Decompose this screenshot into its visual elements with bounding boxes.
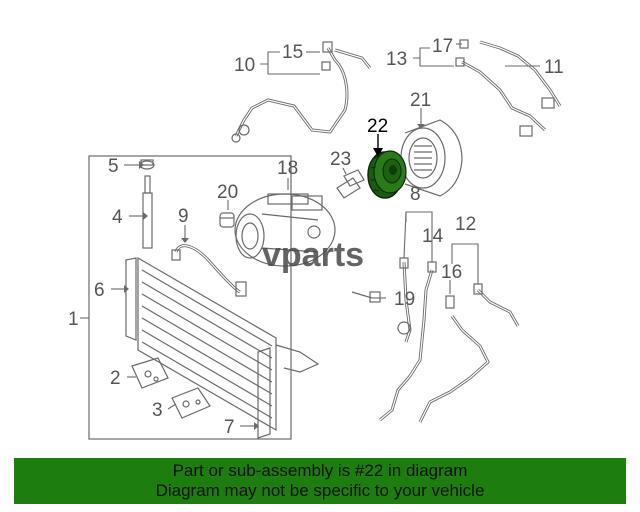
callout-7: 7: [224, 417, 235, 438]
condenser: [125, 256, 320, 439]
callout-5: 5: [108, 156, 119, 177]
callout-16: 16: [441, 262, 462, 283]
callout-22: 22: [367, 116, 388, 137]
callout-18: 18: [277, 158, 298, 179]
condenser-frame: [88, 155, 292, 440]
watermark-text: vparts: [262, 236, 364, 274]
pipe-12: [418, 283, 520, 423]
callout-2: 2: [110, 368, 121, 389]
leader-lines: [80, 43, 540, 430]
banner-line-1: Part or sub-assembly is #22 in diagram: [172, 461, 468, 480]
callout-15: 15: [282, 42, 303, 63]
callout-9: 9: [178, 206, 189, 227]
callout-23: 23: [330, 149, 351, 170]
callout-4: 4: [112, 207, 123, 228]
callout-labels: 1 2 3 4 5 6 7 8 9 10 11 12 13 14 15 16 1…: [68, 36, 564, 438]
callout-14: 14: [422, 226, 444, 247]
pipe-8: [379, 257, 437, 422]
banner-line-2: Diagram may not be specific to your vehi…: [155, 481, 485, 500]
bracket-3: [171, 387, 211, 419]
callout-11: 11: [544, 57, 564, 78]
compressor: [234, 193, 336, 267]
callout-6: 6: [94, 280, 105, 301]
callout-21: 21: [410, 90, 431, 111]
callout-3: 3: [152, 400, 163, 421]
valve-20: [219, 212, 235, 228]
clutch-assembly-22: [367, 150, 407, 199]
callout-12: 12: [455, 214, 476, 235]
bracket-2: [131, 357, 169, 389]
callout-17: 17: [432, 36, 453, 57]
part-23: [336, 169, 365, 199]
pipe-10: [231, 41, 372, 143]
callout-1: 1: [68, 309, 79, 330]
bolt-19: [351, 291, 381, 303]
callout-8: 8: [410, 184, 421, 205]
callout-10: 10: [234, 55, 255, 76]
callout-13: 13: [386, 49, 407, 70]
pipe-11: [455, 39, 562, 137]
callout-19: 19: [394, 289, 415, 310]
info-banner: Part or sub-assembly is #22 in diagram D…: [14, 458, 626, 504]
vparts-watermark: vparts: [262, 236, 364, 274]
hose-9: [171, 244, 247, 297]
drier-cartridge: [139, 159, 155, 249]
callout-20: 20: [217, 182, 238, 203]
